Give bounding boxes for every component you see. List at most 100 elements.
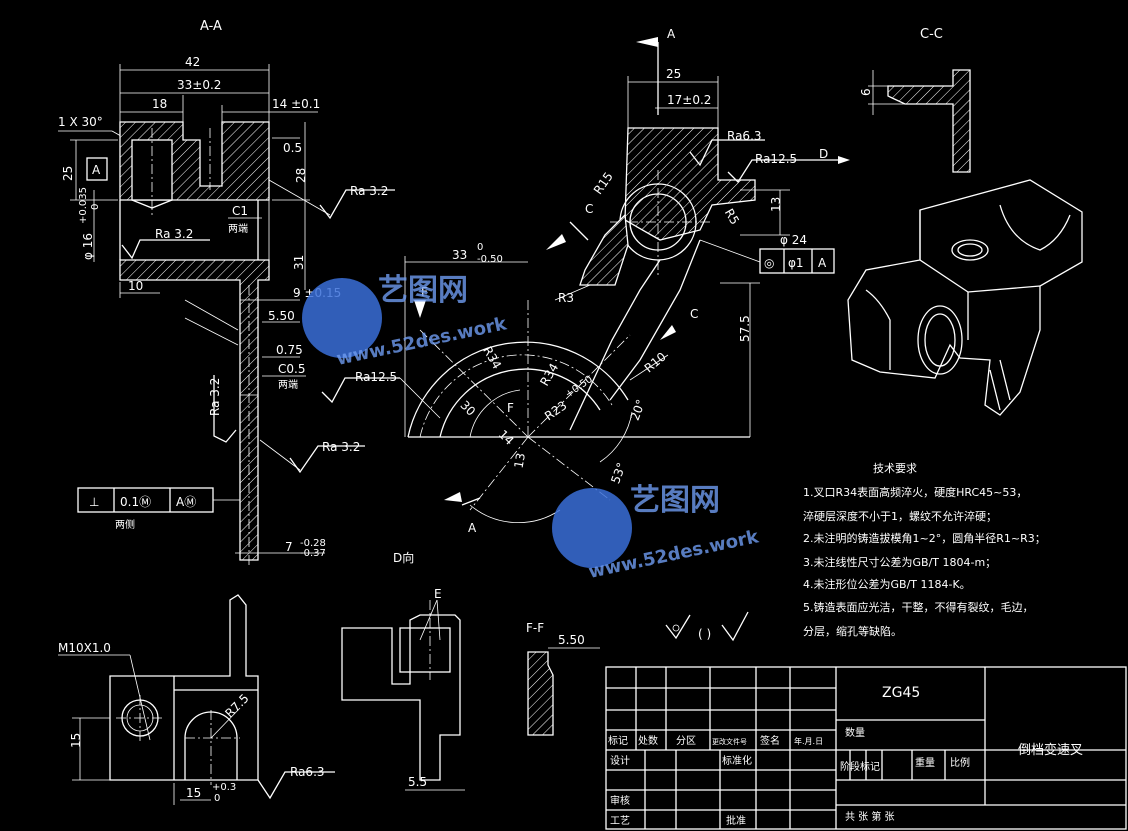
tb-standardize: 标准化 [722,754,752,767]
ra63-main: Ra6.3 [689,129,765,167]
datum-a-box: A [86,157,108,181]
ff-dim-550-label: 5.50 [558,633,585,647]
chamfer-note: 1 X 30° [58,115,129,141]
perp-symbol: ⊥ [89,495,99,509]
dim-33: 33±0.2 [120,78,269,94]
r5-label: R5 [722,206,742,227]
main-hub [624,127,756,241]
section-a-marker-bottom: A [444,492,481,535]
tb-zone: 分区 [676,735,696,747]
tb-doc-no: 更改文件号 [712,737,747,746]
view-d: D向 E 5.5 [341,550,465,791]
fork-arc-r23-inner [439,368,601,438]
tb-weight: 重量 [915,756,935,769]
r23-label: R23 [542,398,569,423]
tb-approve: 批准 [726,814,746,827]
watermark-brand-1: 艺图网 [378,273,468,308]
tol-0-bl-label: 0 [214,793,220,804]
ra125-left-label: Ra12.5 [355,370,397,384]
dim-075-label: 0.75 [276,343,303,357]
watermark-brand-2: 艺图网 [630,483,720,518]
dim-15-vertical-label: 15 [69,733,83,748]
ra63-bottom-label: Ra6.3 [290,765,325,779]
section-ff-view: F-F 5.50 [526,621,600,736]
dim-14: 14 ±0.1 [221,97,320,122]
view-d-title: D向 [393,550,414,565]
tb-scale: 比例 [950,756,970,769]
dim-05-label: 0.5 [283,141,302,155]
ra125-main-label: Ra12.5 [755,152,797,166]
dim-55-label: 5.5 [408,775,427,789]
dia-16-label: φ 16 [81,233,95,260]
part-name-label: 倒档变速叉 [1018,742,1083,758]
section-f-marker-bottom: F [507,401,514,415]
r3-leader: R3 [554,284,591,305]
view-d-arrow: D [800,147,850,164]
ra32-left: Ra 3.2 [121,227,210,260]
dim-33-label: 33±0.2 [177,78,221,92]
tb-sheets: 共 张 第 张 [845,810,895,823]
fork-arc-r34-outer [407,341,629,438]
dim-33-main-label: 33 [452,248,467,262]
both-sides-label: 两侧 [115,518,135,531]
section-f-marker-top: F [421,285,428,299]
angle-20-label: 20° [628,398,648,423]
section-ff-title: F-F [526,621,544,635]
ra32-lower-label: Ra 3.2 [322,440,360,454]
both-ends-2-label: 两端 [278,378,298,391]
general-roughness-note: ( ) [665,611,749,642]
dim-15-horizontal-label: 15 [186,786,201,800]
tb-mark: 标记 [608,735,628,747]
dim-14-label: 14 ±0.1 [272,97,320,111]
dim-30-label: 30 [458,398,479,419]
section-a-marker-top: A [667,27,676,41]
title-block: ZG45 倒档变速叉 标记 处数 分区 更改文件号 签名 年.月.日 设计 标准… [605,666,1127,830]
view-d-marker: D [819,147,828,161]
section-cc-title: C-C [920,27,943,42]
dim-7-label: 7 [285,540,293,554]
thread-label: M10X1.0 [58,641,111,655]
dim-42-label: 42 [185,55,200,69]
tech-req-line-6: 5.铸造表面应光洁，干整，不得有裂纹，毛边， [803,600,1034,614]
tol-0035-label: +0.035 [78,187,89,224]
r34-a-label: R34 [480,344,504,371]
dim-25-label: 25 [61,166,75,181]
fork-arm-outline [569,239,701,431]
tech-req-line-7: 分层，缩孔等缺陷。 [803,624,902,638]
label-e: E [434,587,442,601]
perp-value: 0.1Ⓜ [120,495,151,509]
concentricity-datum: A [818,256,827,270]
angle-53-label: 53° [608,461,628,486]
tol-33-top: 0 [477,242,483,253]
tech-req-line-4: 3.未注线性尺寸公差为GB/T 1804-m； [803,555,996,569]
isometric-view [847,179,1083,416]
dim-10-label: 10 [128,279,143,293]
ra125-left: Ra12.5 [321,370,441,419]
dim-28-label: 28 [294,168,308,183]
tb-sign: 签名 [760,734,780,747]
dim-25-top-label: 25 [666,67,681,81]
tb-review: 审核 [610,794,630,807]
fork-arm-upper [579,213,629,286]
section-c-marker-left: C [585,202,593,216]
ra32-lower: Ra 3.2 [259,439,365,474]
tol-037-label: -0.37 [300,548,326,559]
tech-req-line-2: 淬硬层深度不小于1，螺纹不允许淬硬； [803,509,997,523]
dim-13-main-label: 13 [769,197,783,212]
dim-18-label: 18 [152,97,167,111]
r15-label: R15 [591,170,616,197]
dim-14-label: 14 [496,427,517,448]
dim-31-label: 31 [292,255,306,270]
dim-17: 17±0.2 [655,93,718,109]
tb-process: 工艺 [610,815,630,827]
r75-label: R7.5 [222,691,251,720]
section-a-bottom-label: A [468,521,477,535]
tb-design: 设计 [610,754,630,767]
perpendicularity-frame: ⊥ 0.1Ⓜ AⓂ 两侧 [77,487,240,531]
section-c-marker-right: C [690,307,698,321]
r10-label: R10 [642,350,669,376]
r3-label: R3 [558,291,574,305]
section-cc-view: C-C 6 [859,27,971,173]
tech-req-line-5: 4.未注形位公差为GB/T 1184-K。 [803,577,971,591]
